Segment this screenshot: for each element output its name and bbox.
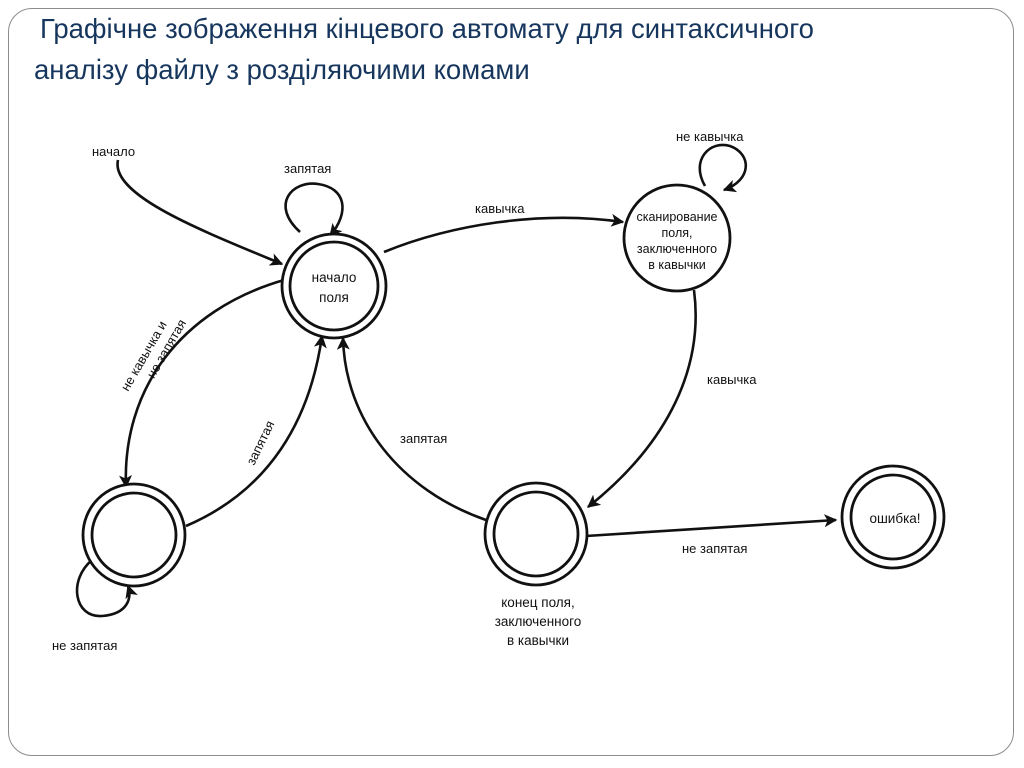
state-field-start-label-2: поля bbox=[319, 290, 349, 305]
edge-unquoted-loop bbox=[75, 559, 138, 618]
edge-label-to-error: не запятая bbox=[682, 541, 747, 556]
slide-title: Графічне зображення кінцевого автомату д… bbox=[34, 8, 994, 90]
state-quoted-end bbox=[483, 481, 589, 587]
slide-frame bbox=[8, 8, 1014, 756]
state-quoted-scan: сканирование поля, заключенного в кавычк… bbox=[622, 183, 732, 293]
edge-label-to-quoted-scan: кавычка bbox=[475, 201, 525, 216]
state-quoted-end-label-3: в кавычки bbox=[507, 633, 569, 648]
state-field-start: начало поля bbox=[280, 232, 388, 340]
slide-title-line-1: Графічне зображення кінцевого автомату д… bbox=[40, 13, 814, 44]
edge-quoted-end-to-start bbox=[336, 336, 487, 522]
state-quoted-scan-label-1: сканирование bbox=[636, 210, 717, 224]
state-quoted-end-label-2: заключенного bbox=[495, 614, 582, 629]
state-quoted-scan-label-2: поля, bbox=[662, 226, 693, 240]
edge-label-quoted-scan-loop: не кавычка bbox=[676, 129, 744, 144]
edge-label-start: начало bbox=[92, 144, 135, 159]
edge-field-start-loop bbox=[284, 182, 344, 237]
edge-label-to-quoted-end: кавычка bbox=[707, 372, 757, 387]
edge-label-to-unquoted: не кавычка и не запятая bbox=[118, 317, 190, 394]
edge-start bbox=[116, 159, 284, 266]
edge-to-unquoted bbox=[119, 278, 285, 489]
edge-to-error bbox=[585, 514, 838, 538]
edge-label-unquoted-loop: не запятая bbox=[52, 638, 117, 653]
state-quoted-scan-label-4: в кавычки bbox=[648, 258, 705, 272]
edge-quoted-scan-loop bbox=[698, 143, 748, 193]
edge-to-quoted-end bbox=[586, 289, 697, 509]
edge-label-quoted-end-to-start: запятая bbox=[400, 431, 447, 446]
edge-label-field-start-loop: запятая bbox=[284, 161, 331, 176]
slide-title-line-2: аналізу файлу з розділяючими комами bbox=[34, 54, 530, 85]
state-field-start-label-1: начало bbox=[312, 270, 357, 285]
state-error-label: ошибка! bbox=[869, 511, 920, 526]
state-quoted-end-label-1: конец поля, bbox=[501, 595, 574, 610]
state-quoted-scan-label-3: заключенного bbox=[637, 242, 717, 256]
state-error: ошибка! bbox=[840, 464, 946, 570]
edge-to-quoted-scan bbox=[383, 213, 625, 254]
edge-unquoted-to-start bbox=[185, 334, 327, 528]
state-unquoted-field bbox=[81, 482, 187, 588]
